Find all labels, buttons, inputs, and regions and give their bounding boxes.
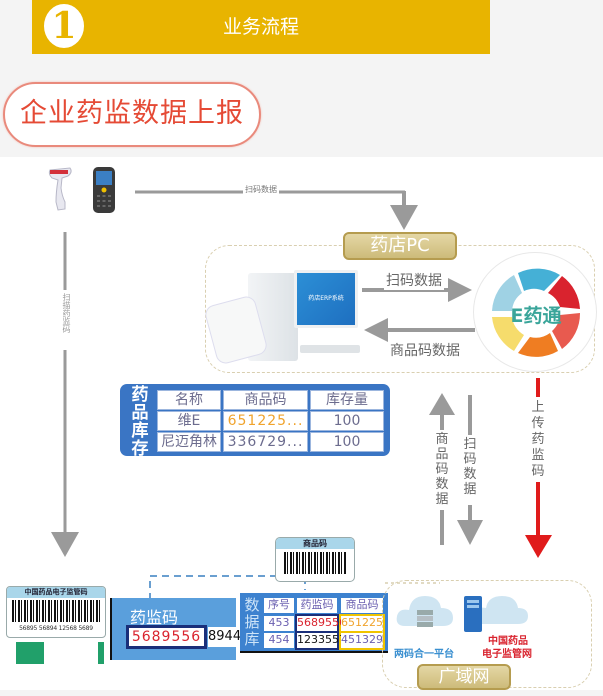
upload-flow-label: 上传药监码 [531, 400, 545, 479]
left-flow-label: 扫描药监码 [59, 293, 71, 333]
cloud-server-icon [462, 592, 528, 636]
monitor-screen: 药店ERP系统 [297, 273, 355, 325]
supervision-label-digits: 56895 56894 12568 5689 [19, 625, 93, 632]
inventory-cell-code: 336729... [223, 432, 308, 452]
db-cell-seq: 454 [264, 633, 294, 648]
app-logo-text: E药通 [510, 305, 562, 327]
inventory-side-label: 药品库存 [131, 385, 149, 459]
aperture-icon [492, 268, 581, 357]
inventory-cell-name: 尼迈角林 [157, 432, 221, 452]
product-code-label-header: 商品码 [276, 538, 354, 549]
database-side-label: 数据库 [244, 596, 260, 648]
keyboard [300, 345, 360, 353]
db-cell-product-code: 451329 [341, 633, 383, 648]
wan-tag: 广域网 [417, 664, 511, 690]
db-header-seq: 序号 [264, 598, 294, 613]
to-app-label: 扫码数据 [384, 270, 444, 290]
platform-label: 两码合一平台 [394, 649, 454, 660]
product-barcode-bars [284, 552, 346, 574]
pharmacy-pc-tag: 药店PC [343, 232, 457, 260]
down-flow-label: 扫码数据 [463, 437, 477, 497]
db-cell-seq: 453 [264, 616, 294, 631]
to-app-arrowhead [448, 278, 472, 302]
section-title: 企业药监数据上报 [3, 82, 261, 147]
drug-code-highlight: 5689556 [126, 625, 207, 649]
up-arrowhead [429, 393, 455, 415]
from-app-arrowhead [364, 318, 388, 342]
regulator-label-line1: 中国药品 [488, 636, 528, 647]
header-bar [32, 0, 490, 54]
db-cell-drug-code: 1233557 [297, 633, 346, 648]
db-cell-drug-code: 5689556 [297, 616, 346, 631]
db-cell-product-code: 651225 [341, 616, 383, 631]
top-flow-arrowhead [390, 205, 418, 230]
cloud-database-icon [395, 590, 455, 632]
supervision-label-header: 中国药品电子监管码 [7, 587, 105, 598]
left-flow-arrowhead [51, 532, 79, 557]
down-arrowhead [457, 520, 483, 545]
up-flow-label: 商品码数据 [435, 432, 449, 507]
drug-code-title: 药监码 [130, 608, 179, 627]
package-green-strip [98, 642, 104, 664]
header-title: 业务流程 [222, 16, 299, 38]
db-header-product-code: 商品码 [341, 598, 383, 613]
package-green-block [16, 642, 44, 664]
inventory-cell-qty: 100 [310, 411, 384, 431]
inventory-header-qty: 库存量 [310, 390, 384, 410]
inventory-cell-name: 维E [157, 411, 221, 431]
handheld-pda-icon [91, 166, 117, 214]
app-logo: E药通 [473, 252, 597, 372]
upload-arrowhead [525, 535, 552, 558]
inventory-cell-qty: 100 [310, 432, 384, 452]
inventory-cell-code: 651225... [223, 411, 308, 431]
pc-monitor: 药店ERP系统 [294, 270, 358, 328]
supervision-barcode-label: 中国药品电子监管码 56895 56894 12568 5689 [6, 586, 106, 638]
regulator-label-line2: 电子监管网 [482, 649, 532, 660]
inventory-header-name: 名称 [157, 390, 221, 410]
barcode-bars [12, 600, 100, 622]
db-header-drug-code: 药监码 [297, 598, 337, 613]
step-number-badge: 1 [44, 4, 84, 48]
product-code-label: 商品码 [275, 537, 355, 582]
drug-code-rest: 8944 [208, 627, 242, 647]
barcode-scanner-icon [46, 166, 74, 212]
top-flow-label: 扫码数据 [243, 184, 279, 195]
drug-code-connector [149, 575, 306, 600]
drug-code-card: 药监码 5689556 8944 [110, 598, 242, 660]
inventory-header-code: 商品码 [223, 390, 308, 410]
from-app-label: 商品码数据 [388, 340, 462, 360]
